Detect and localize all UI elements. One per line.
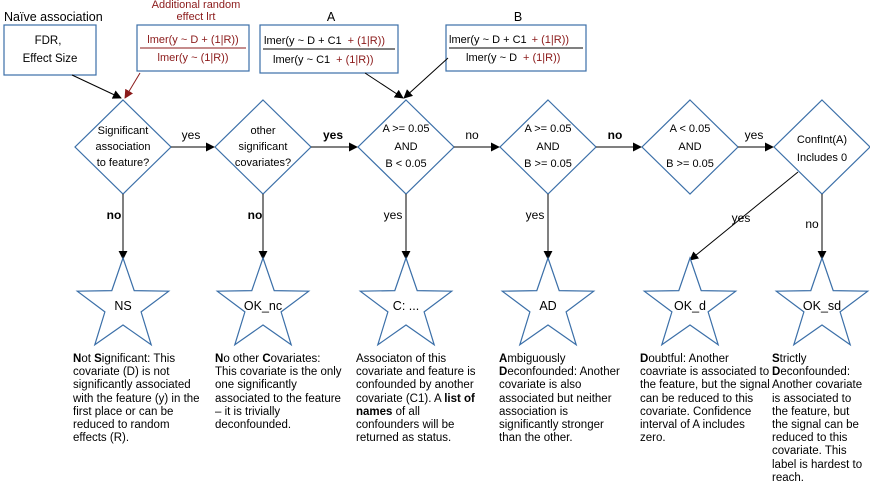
svg-text:A < 0.05: A < 0.05 <box>670 123 711 135</box>
b-denominator: lmer(y ~ D+ (1|R)) <box>466 52 560 64</box>
a-header: A <box>327 10 336 24</box>
svg-text:covariates?: covariates? <box>235 157 291 169</box>
edge-label-yes-2: yes <box>323 128 343 142</box>
decision-ambiguous: A >= 0.05 AND B >= 0.05 <box>499 99 597 195</box>
decision-other-covariates: other significant covariates? <box>214 99 312 195</box>
fdr-box <box>3 24 97 76</box>
a-denominator: lmer(y ~ C1+ (1|R)) <box>273 54 374 66</box>
naive-association-header: Naïve association <box>4 10 103 24</box>
edge-label-no-2: no <box>248 208 263 222</box>
star-ns-label: NS <box>114 299 131 313</box>
lrt-denominator: lmer(y ~ (1|R)) <box>158 52 229 64</box>
edge-label-yes-4: yes <box>526 208 545 222</box>
star-ok-sd-label: OK_sd <box>803 299 841 313</box>
b-header: B <box>514 10 522 24</box>
decision-significant-association: Significant association to feature? <box>74 99 172 195</box>
desc-ad: Ambiguously Deconfounded: Another covari… <box>499 353 620 445</box>
svg-text:AND: AND <box>394 141 417 153</box>
edge-label-yes-1: yes <box>182 128 201 142</box>
star-ok-sd: OK_sd <box>774 256 870 347</box>
random-effect-header-line2: effect lrt <box>177 11 216 23</box>
desc-ok-d: Doubtful: Another coavriate is associate… <box>640 353 770 445</box>
svg-text:Significant: Significant <box>98 125 149 137</box>
edge-b-to-d3 <box>403 57 449 99</box>
star-ad: AD <box>500 256 596 347</box>
svg-text:other: other <box>250 125 275 137</box>
edge-label-yes-5: yes <box>745 128 764 142</box>
svg-text:ConfInt(A): ConfInt(A) <box>797 134 847 146</box>
star-ok-d: OK_d <box>642 256 738 347</box>
svg-text:B >= 0.05: B >= 0.05 <box>666 158 714 170</box>
edge-a-to-d3 <box>364 72 404 99</box>
svg-text:B < 0.05: B < 0.05 <box>385 158 426 170</box>
star-c-label: C: ... <box>393 299 419 313</box>
svg-text:association: association <box>95 141 150 153</box>
edge-label-no-4: no <box>608 128 623 142</box>
lrt-numerator: lmer(y ~ D + (1|R)) <box>147 34 238 46</box>
desc-ok-nc: No other Covariates: This covariate is t… <box>215 353 342 432</box>
edge-fdr-to-d1 <box>71 74 122 99</box>
svg-text:B >= 0.05: B >= 0.05 <box>524 158 572 170</box>
decision-confounded: A >= 0.05 AND B < 0.05 <box>357 99 455 195</box>
effect-size-label: Effect Size <box>23 53 78 65</box>
svg-text:to feature?: to feature? <box>97 157 150 169</box>
svg-text:A >= 0.05: A >= 0.05 <box>524 123 571 135</box>
decision-a-significant: A < 0.05 AND B >= 0.05 <box>641 99 739 195</box>
star-ad-label: AD <box>539 299 556 313</box>
star-ns: NS <box>75 256 171 347</box>
svg-text:AND: AND <box>678 141 701 153</box>
a-numerator: lmer(y ~ D + C1+ (1|R)) <box>264 35 385 47</box>
decision-confint: ConfInt(A) Includes 0 <box>773 99 870 195</box>
edge-label-no-3: no <box>465 128 479 142</box>
desc-ok-sd: Strictly Deconfounded: Another covariate… <box>772 353 863 484</box>
edge-label-no-1: no <box>107 208 122 222</box>
fdr-label: FDR, <box>35 35 62 47</box>
desc-ns: Not Significant: This covariate (D) is n… <box>73 353 200 445</box>
svg-text:A >= 0.05: A >= 0.05 <box>382 123 429 135</box>
b-numerator: lmer(y ~ D + C1+ (1|R)) <box>449 34 569 46</box>
star-ok-d-label: OK_d <box>674 299 706 313</box>
svg-text:AND: AND <box>536 141 559 153</box>
star-ok-nc-label: OK_nc <box>244 299 282 313</box>
desc-c: Associaton of this covariate and feature… <box>356 353 476 445</box>
star-c: C: ... <box>358 256 454 347</box>
svg-text:Includes 0: Includes 0 <box>797 152 847 164</box>
edge-lrt-to-d1 <box>124 72 141 99</box>
edge-d6-ok-d <box>689 171 799 261</box>
random-effect-header-line1: Additional random <box>152 0 241 11</box>
edge-label-yes-6: yes <box>732 211 751 225</box>
edge-label-no-6: no <box>805 217 819 231</box>
svg-text:significant: significant <box>239 141 288 153</box>
edge-label-yes-3: yes <box>384 208 403 222</box>
star-ok-nc: OK_nc <box>215 256 311 347</box>
